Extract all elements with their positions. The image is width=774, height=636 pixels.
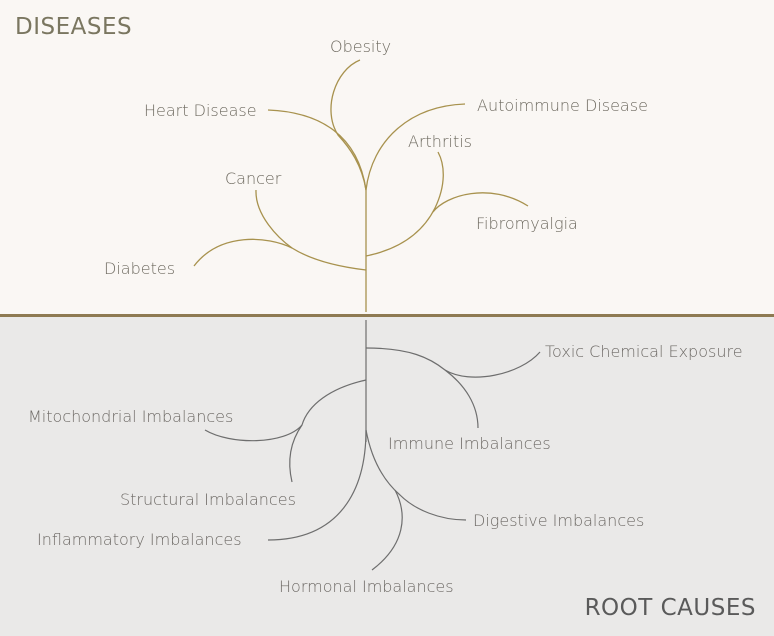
branch-heart-disease [267,109,367,191]
root-causes-title: ROOT CAUSES [584,595,756,621]
branch-fibromyalgia [432,192,529,213]
tree-branches [193,59,529,312]
root-inflammatory-imbalances [267,429,367,541]
disease-label-diabetes: Diabetes [104,259,176,278]
diseases-title: DISEASES [15,14,133,40]
root-toxic-chemical-exposure [365,347,541,378]
root-structural-imbalances [289,424,303,483]
cause-label-immune-imbalances: Immune Imbalances [388,434,551,453]
branch-diabetes-cancer [255,189,367,271]
diseases-panel [0,0,774,314]
cause-label-toxic-chemical-exposure: Toxic Chemical Exposure [545,342,743,361]
tree-roots [204,320,541,571]
cause-label-mitochondrial-imbalances: Mitochondrial Imbalances [28,407,234,426]
cause-label-hormonal-imbalances: Hormonal Imbalances [279,577,454,596]
cause-label-structural-imbalances: Structural Imbalances [120,490,296,509]
root-causes-panel [0,317,774,636]
root-immune-imbalances [444,369,479,429]
cause-label-inflammatory-imbalances: Inflammatory Imbalances [37,530,242,549]
disease-label-fibromyalgia: Fibromyalgia [476,214,578,233]
branch-autoimmune-disease [365,103,466,191]
disease-label-obesity: Obesity [330,37,392,56]
branch-diabetes [193,238,293,267]
cause-label-digestive-imbalances: Digestive Imbalances [473,511,645,530]
ground-divider [0,314,774,317]
branch-obesity [330,59,367,191]
root-hormonal-imbalances [371,489,403,571]
disease-label-heart-disease: Heart Disease [144,101,257,120]
disease-label-cancer: Cancer [225,169,282,188]
root-digestive-hormonal [365,429,467,521]
branch-arthritis-fibromyalgia [365,151,444,257]
disease-label-autoimmune-disease: Autoimmune Disease [477,96,648,115]
disease-label-arthritis: Arthritis [408,132,473,151]
